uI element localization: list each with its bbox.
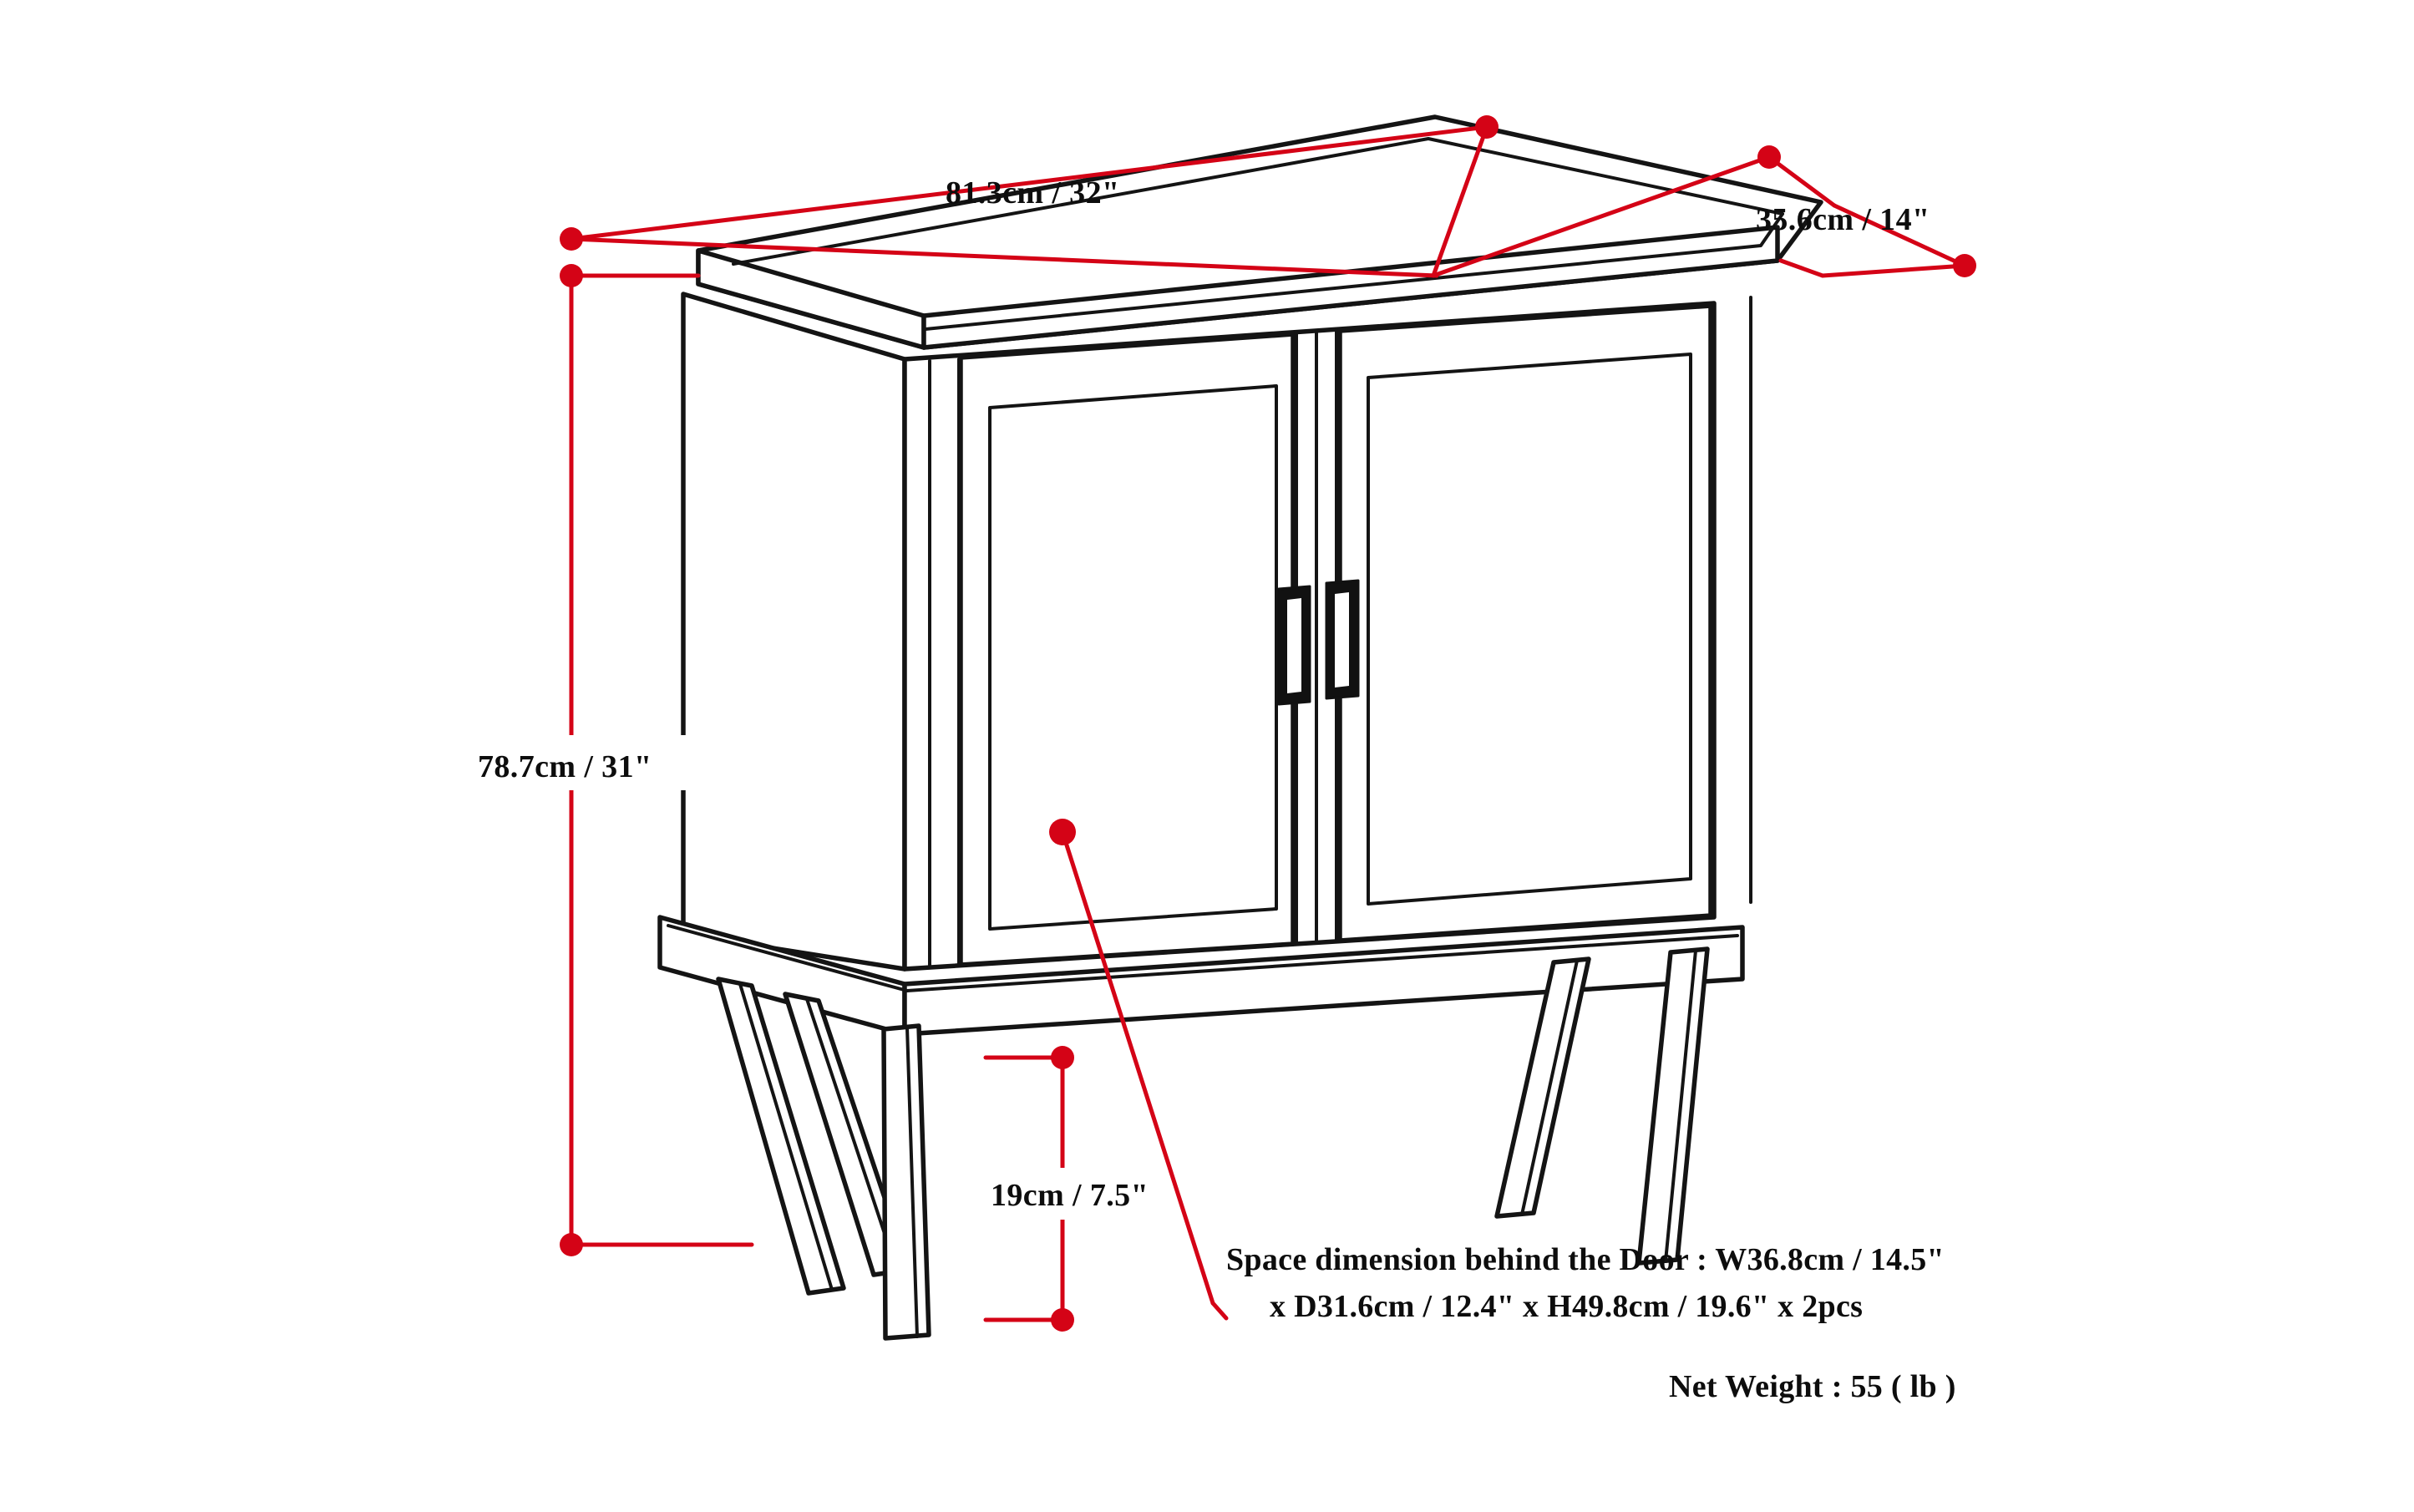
depth-dimension: 35.6cm / 14" — [1756, 145, 1976, 278]
height-dimension-label: 78.7cm / 31" — [478, 749, 652, 784]
far-right-leg — [1636, 946, 1710, 1266]
cabinet-left-side-panel — [681, 292, 907, 972]
depth-dim-dot-left — [1757, 145, 1781, 169]
leg-dim-dot-top — [1051, 1046, 1074, 1069]
width-dim-dot-left — [560, 227, 583, 251]
height-dim-dot-top — [560, 264, 583, 287]
front-right-leg — [881, 1023, 931, 1341]
cabinet-right-edge — [1712, 296, 1752, 919]
width-dimension-label: 81.3cm / 32" — [946, 175, 1119, 211]
depth-dimension-label: 35.6cm / 14" — [1756, 202, 1930, 237]
left-door-handle[interactable] — [1277, 585, 1311, 706]
base-plinth — [657, 915, 1745, 1037]
height-dimension: 78.7cm / 31" — [468, 264, 754, 1256]
front-left-leg — [716, 977, 846, 1296]
leg-height-dimension-label: 19cm / 7.5" — [991, 1178, 1149, 1213]
space-dimension-line-1: Space dimension behind the Door : W36.8c… — [1226, 1242, 1945, 1277]
space-dimension-line-2: x D31.6cm / 12.4" x H49.8cm / 19.6" x 2p… — [1270, 1289, 1863, 1324]
height-dim-dot-bottom — [560, 1233, 583, 1256]
width-dimension: 81.3cm / 32" — [560, 115, 1772, 278]
net-weight-note: Net Weight : 55 ( lb ) — [1669, 1369, 1956, 1404]
right-door[interactable] — [1337, 303, 1713, 943]
space-dimension-callout-leader — [1049, 819, 1229, 1321]
callout-origin-dot — [1049, 819, 1076, 845]
net-weight-label: Net Weight : 55 ( lb ) — [1669, 1369, 1956, 1404]
left-door[interactable] — [958, 332, 1296, 967]
width-dim-dot-right — [1475, 115, 1499, 139]
rear-right-leg — [1494, 956, 1591, 1219]
leg-dim-dot-bottom — [1051, 1308, 1074, 1332]
space-dimension-note: Space dimension behind the Door : W36.8c… — [1226, 1242, 1945, 1324]
leg-height-dimension: 19cm / 7.5" — [961, 1046, 1186, 1332]
cabinet-illustration — [657, 114, 1823, 1341]
cabinet-top — [696, 114, 1823, 350]
depth-dim-dot-right — [1953, 254, 1976, 277]
right-door-handle[interactable] — [1325, 579, 1360, 700]
